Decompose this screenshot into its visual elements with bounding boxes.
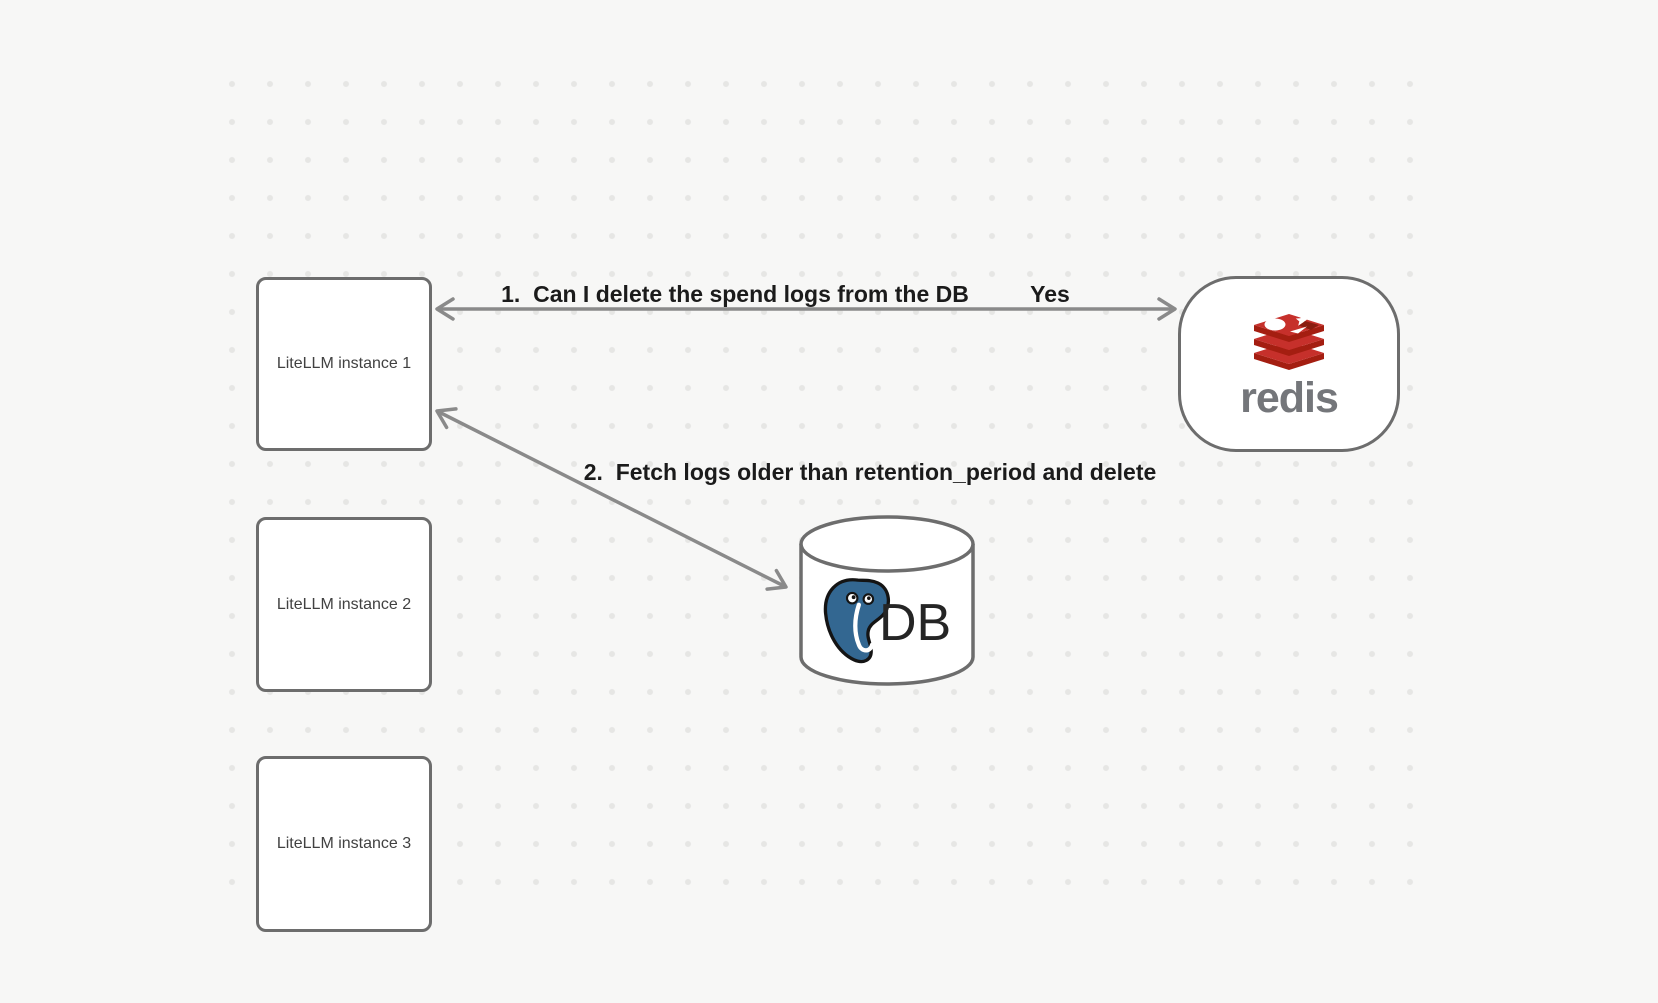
node-redis: redis: [1178, 276, 1400, 452]
redis-stack-icon: [1254, 314, 1324, 370]
edge-1-response-label: Yes: [1030, 281, 1070, 307]
redis-circle-shape: [1264, 318, 1286, 331]
node-litellm-instance-3-label: LiteLLM instance 3: [276, 835, 412, 852]
edge-1-label: 1. Can I delete the spend logs from the …: [501, 281, 969, 307]
db-label: DB: [879, 594, 952, 652]
node-litellm-instance-2: LiteLLM instance 2: [256, 517, 432, 692]
redis-cube-shape: [1299, 321, 1319, 330]
node-litellm-instance-1-label: LiteLLM instance 1: [276, 355, 412, 372]
node-db: DB: [795, 514, 979, 688]
redis-triangle-shape: [1290, 326, 1307, 334]
node-litellm-instance-3: LiteLLM instance 3: [256, 756, 432, 932]
node-litellm-instance-2-label: LiteLLM instance 2: [276, 595, 412, 613]
edge-2-label: 2. Fetch logs older than retention_perio…: [583, 459, 1157, 485]
node-litellm-instance-1: LiteLLM instance 1: [256, 277, 432, 451]
postgresql-elephant-icon: [823, 578, 891, 664]
redis-wordmark: redis: [1240, 374, 1339, 422]
redis-star-shape: [1295, 314, 1309, 326]
